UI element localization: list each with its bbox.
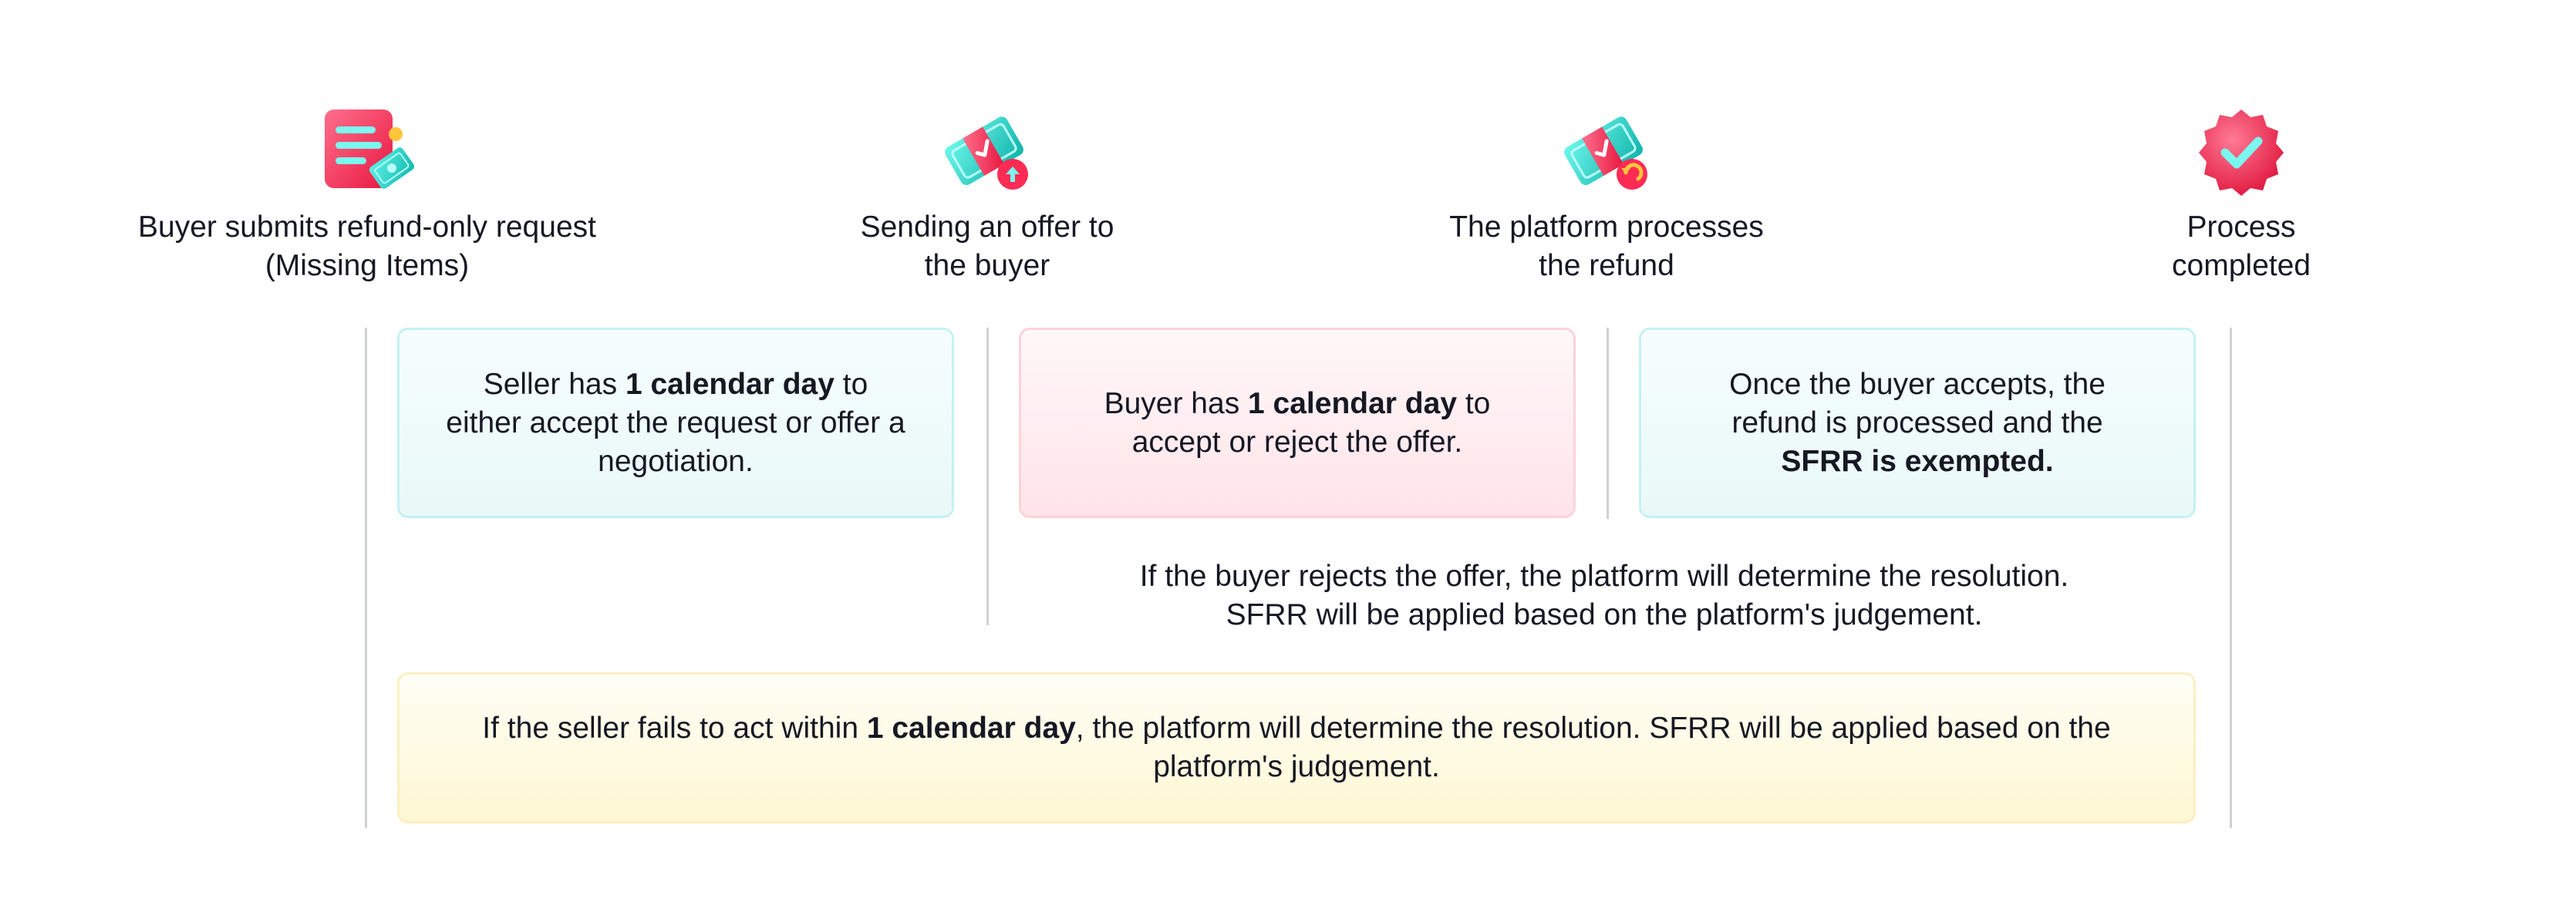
verified-check-badge-icon (2199, 109, 2284, 196)
seller-fails-text: If the seller fails to act within 1 cale… (482, 712, 2111, 783)
step-platform-processes-refund: The platform processes the refund (1313, 102, 1900, 285)
timeline-divider-3 (1607, 328, 1609, 519)
step-label: Buyer submits refund-only request (Missi… (138, 210, 596, 282)
buyer-response-window-text: Buyer has 1 calendar day to accept or re… (1104, 386, 1491, 459)
step-buyer-submits-request: Buyer submits refund-only request (Missi… (74, 102, 660, 285)
timeline-divider-4 (2230, 328, 2232, 828)
refund-request-icon (325, 109, 415, 189)
buyer-response-window-box: Buyer has 1 calendar day to accept or re… (1019, 328, 1576, 518)
seller-response-window-text: Seller has 1 calendar day to either acce… (446, 367, 905, 478)
seller-response-window-box: Seller has 1 calendar day to either acce… (397, 328, 954, 518)
step-label: The platform processes the refund (1449, 210, 1764, 282)
buyer-accepts-box: Once the buyer accepts, the refund is pr… (1639, 328, 2196, 518)
seller-fails-box: If the seller fails to act within 1 cale… (397, 672, 2196, 823)
timeline-divider-2 (986, 328, 989, 625)
refund-money-icon (1564, 116, 1647, 190)
timeline-divider-1 (365, 328, 367, 828)
step-label: Process completed (2172, 210, 2311, 282)
send-offer-money-icon (945, 116, 1028, 190)
buyer-accepts-text: Once the buyer accepts, the refund is pr… (1729, 367, 2106, 478)
step-sending-offer: Sending an offer to the buyer (694, 102, 1280, 285)
step-process-completed: Process completed (1948, 102, 2534, 285)
buyer-rejects-note: If the buyer rejects the offer, the plat… (1139, 560, 2069, 631)
step-label: Sending an offer to the buyer (860, 210, 1114, 282)
